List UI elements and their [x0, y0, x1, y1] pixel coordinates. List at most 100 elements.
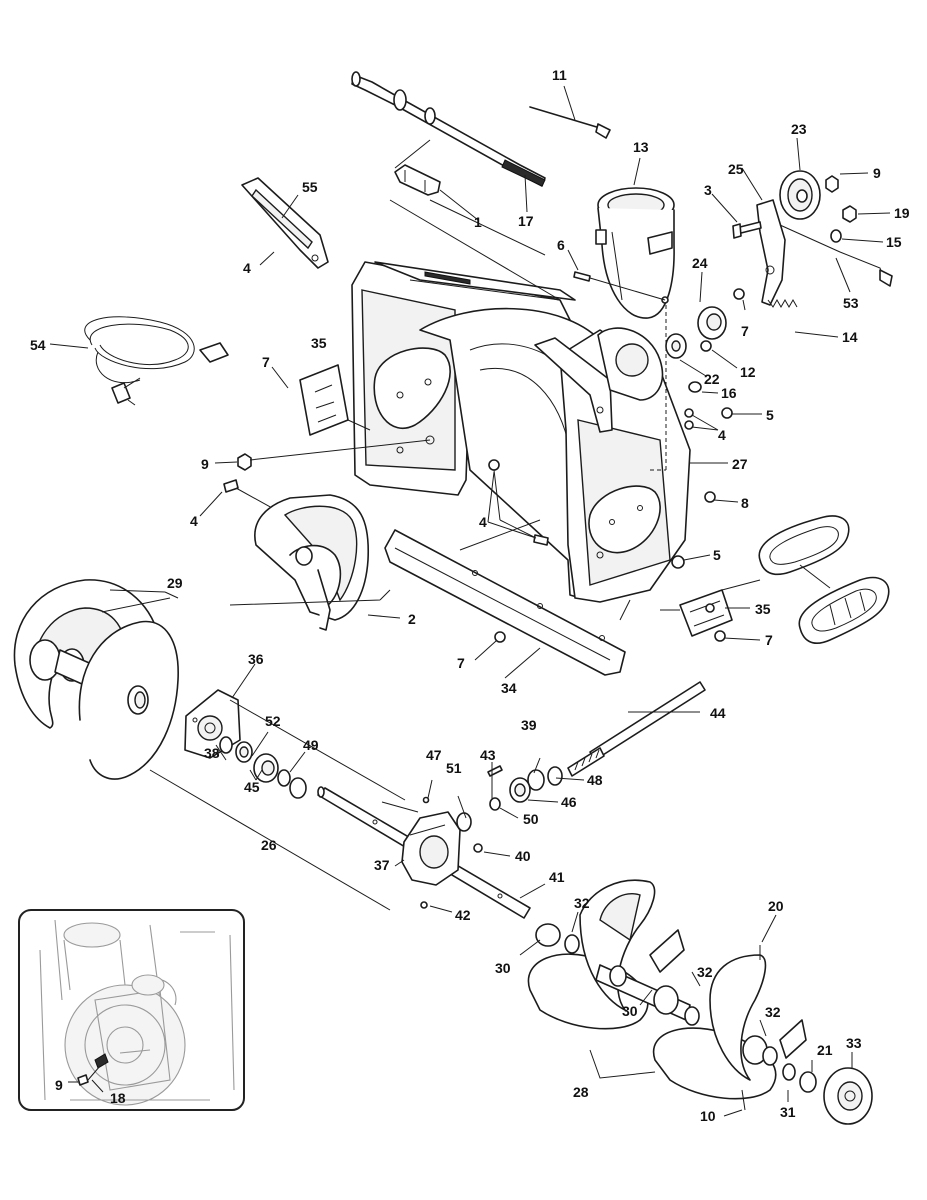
callout-49: 49	[303, 737, 319, 753]
callout-41: 41	[549, 869, 565, 885]
pulley-and-bracket-assembly	[573, 170, 893, 430]
callout-20: 20	[768, 898, 784, 914]
callout-16: 16	[721, 385, 737, 401]
bearing-stack	[219, 736, 307, 799]
callout-34: 34	[501, 680, 517, 696]
washer-31	[782, 1063, 796, 1081]
callout-39: 39	[521, 717, 537, 733]
callout-35-right: 35	[755, 601, 771, 617]
callout-53: 53	[843, 295, 859, 311]
callout-33: 33	[846, 1035, 862, 1051]
spacer-21	[799, 1071, 817, 1093]
bearing-cap-33	[823, 1067, 873, 1125]
power-cord	[84, 316, 229, 406]
callout-32-c: 32	[765, 1004, 781, 1020]
callout-15: 15	[886, 234, 902, 250]
nut-9-left	[237, 453, 252, 471]
callout-29: 29	[167, 575, 183, 591]
callout-30-a: 30	[495, 960, 511, 976]
callout-44: 44	[710, 705, 726, 721]
skid-shoe-right	[660, 579, 761, 642]
callout-12: 12	[740, 364, 756, 380]
callout-10: 10	[700, 1108, 716, 1124]
callout-27: 27	[732, 456, 748, 472]
callout-22: 22	[704, 371, 720, 387]
callout-17: 17	[518, 213, 534, 229]
callout-30-b: 30	[622, 1003, 638, 1019]
callout-4-under: 4	[479, 514, 487, 530]
callout-51: 51	[446, 760, 462, 776]
callout-19: 19	[894, 205, 910, 221]
callout-7-left: 7	[262, 354, 270, 370]
callout-4-right: 4	[718, 427, 726, 443]
callout-3: 3	[704, 182, 712, 198]
callout-40: 40	[515, 848, 531, 864]
auger-29-left	[13, 579, 179, 780]
callout-6: 6	[557, 237, 565, 253]
callout-18: 18	[110, 1090, 126, 1106]
detail-inset	[18, 909, 245, 1111]
nut-8	[704, 491, 716, 503]
callout-28: 28	[573, 1084, 589, 1100]
callout-36: 36	[248, 651, 264, 667]
callout-35-left: 35	[311, 335, 327, 351]
bolt-4-under	[488, 459, 500, 471]
leader-lines	[49, 85, 891, 1117]
auger-28-right	[527, 879, 807, 1111]
callout-24: 24	[692, 255, 708, 271]
callout-5-lower: 5	[713, 547, 721, 563]
belt-lower	[798, 576, 890, 644]
callout-21: 21	[817, 1042, 833, 1058]
callout-32-a: 32	[574, 895, 590, 911]
gear-case-37	[401, 796, 461, 909]
callout-numbers: 11 13 1 17 55 4 6 23 25 3 9 19 15 53 14 …	[30, 67, 910, 1124]
callout-32-b: 32	[697, 964, 713, 980]
callout-52: 52	[265, 713, 281, 729]
callout-48: 48	[587, 772, 603, 788]
callout-42: 42	[455, 907, 471, 923]
callout-13: 13	[633, 139, 649, 155]
callout-14: 14	[842, 329, 858, 345]
bolt-4-left	[223, 479, 239, 493]
callout-26: 26	[261, 837, 277, 853]
callout-4-left: 4	[190, 513, 198, 529]
callout-50: 50	[523, 811, 539, 827]
callout-7-plate: 7	[457, 655, 465, 671]
belt-upper	[758, 515, 850, 576]
discharge-chute	[595, 187, 675, 319]
callout-4-top: 4	[243, 260, 251, 276]
callout-46: 46	[561, 794, 577, 810]
callout-37: 37	[374, 857, 390, 873]
support-bracket-55	[241, 177, 329, 269]
callout-38: 38	[204, 745, 220, 761]
impeller-2	[229, 494, 391, 631]
callout-47: 47	[426, 747, 442, 763]
callout-54: 54	[30, 337, 46, 353]
callout-25: 25	[728, 161, 744, 177]
callout-11: 11	[552, 67, 567, 83]
callout-23: 23	[791, 121, 807, 137]
drive-shaft-assembly	[351, 71, 561, 301]
auger-housing	[351, 261, 691, 603]
callout-43: 43	[480, 747, 496, 763]
callout-8: 8	[741, 495, 749, 511]
callout-9-inset: 9	[55, 1077, 63, 1093]
callout-2: 2	[408, 611, 416, 627]
callout-7-right: 7	[741, 323, 749, 339]
shave-plate-34	[384, 529, 626, 676]
rod-11	[529, 106, 611, 139]
nut-5-lower	[671, 555, 685, 569]
callout-31: 31	[780, 1104, 796, 1120]
fitting-40	[473, 843, 483, 853]
callout-5-right: 5	[766, 407, 774, 423]
worm-shaft-44	[456, 681, 706, 832]
callout-7-skid: 7	[765, 632, 773, 648]
callout-9-left: 9	[201, 456, 209, 472]
callout-45: 45	[244, 779, 260, 795]
skid-shoe-left	[299, 364, 371, 436]
callout-1: 1	[474, 214, 482, 230]
callout-9-top: 9	[873, 165, 881, 181]
nut-7-plate	[494, 631, 506, 643]
callout-55: 55	[302, 179, 318, 195]
